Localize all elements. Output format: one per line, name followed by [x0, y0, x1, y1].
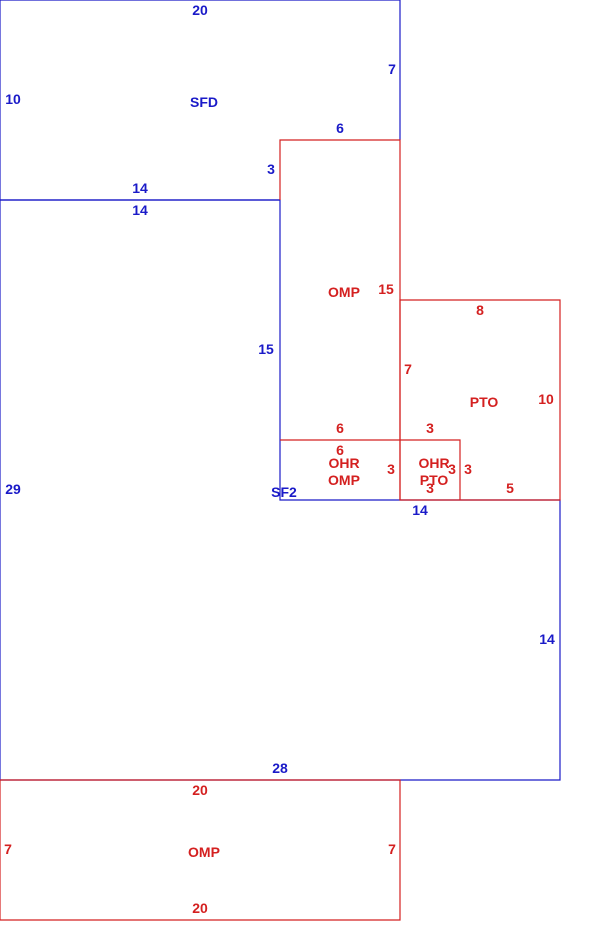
area-label-omp-small: OMP — [328, 472, 360, 488]
dim-sfd-bottom: 14 — [132, 180, 148, 196]
dim-ohr-right-bottom: 3 — [426, 480, 434, 496]
dim-sf2-left: 29 — [5, 481, 21, 497]
dim-pto-left: 7 — [404, 361, 412, 377]
dim-ohr-right-left: 3 — [448, 461, 456, 477]
dim-omp-left: 3 — [267, 161, 275, 177]
dwelling-dimensions: 20 10 7 14 14 29 15 14 14 28 — [5, 2, 555, 776]
area-label-pto-right: PTO — [470, 394, 499, 410]
dim-sfd-right: 7 — [388, 61, 396, 77]
dim-omp-bottom-left: 7 — [4, 841, 12, 857]
dim-omp-top: 6 — [336, 120, 344, 136]
dim-ohr-right-right: 3 — [464, 461, 472, 477]
area-label-pto-small: PTO — [420, 472, 449, 488]
dim-sf2-inner: 15 — [258, 341, 274, 357]
area-labels: SFD SF2 OMP PTO OHR OMP OHR PTO OMP — [188, 94, 498, 860]
addition-dimensions: 6 3 15 6 8 7 10 5 6 3 3 3 3 3 20 7 7 20 — [4, 120, 554, 916]
area-label-omp-upper: OMP — [328, 284, 360, 300]
area-label-sf2: SF2 — [271, 484, 297, 500]
area-label-ohr-right: OHR — [418, 455, 449, 471]
dim-ohr-left-right: 3 — [387, 461, 395, 477]
pto-right-outline[interactable] — [399, 299, 561, 501]
dim-sfd-left: 10 — [5, 91, 21, 107]
dim-pto-top: 8 — [476, 302, 484, 318]
dim-omp-bottom: 6 — [336, 420, 344, 436]
dim-sfd-top: 20 — [192, 2, 208, 18]
dim-ohr-left-top: 6 — [336, 442, 344, 458]
dim-omp-bottom-top: 20 — [192, 782, 208, 798]
dim-sf2-right: 14 — [539, 631, 555, 647]
ohr-right-outline[interactable] — [400, 439, 461, 500]
addition-outlines — [0, 139, 561, 921]
dim-ohr-right-top: 3 — [426, 420, 434, 436]
dim-omp-bottom-right: 7 — [388, 841, 396, 857]
dim-pto-bottom: 5 — [506, 480, 514, 496]
dim-omp-right: 15 — [378, 281, 394, 297]
dim-omp-bottom-bottom: 20 — [192, 900, 208, 916]
dim-sf2-step: 14 — [412, 502, 428, 518]
area-label-omp-bottom: OMP — [188, 844, 220, 860]
omp-bottom-outline[interactable] — [0, 779, 401, 921]
dwelling-outlines — [0, 0, 561, 781]
dim-pto-right: 10 — [538, 391, 554, 407]
dim-sf2-bottom: 28 — [272, 760, 288, 776]
area-label-ohr-left: OHR — [328, 455, 359, 471]
area-label-sfd: SFD — [190, 94, 218, 110]
dim-sf2-top: 14 — [132, 202, 148, 218]
